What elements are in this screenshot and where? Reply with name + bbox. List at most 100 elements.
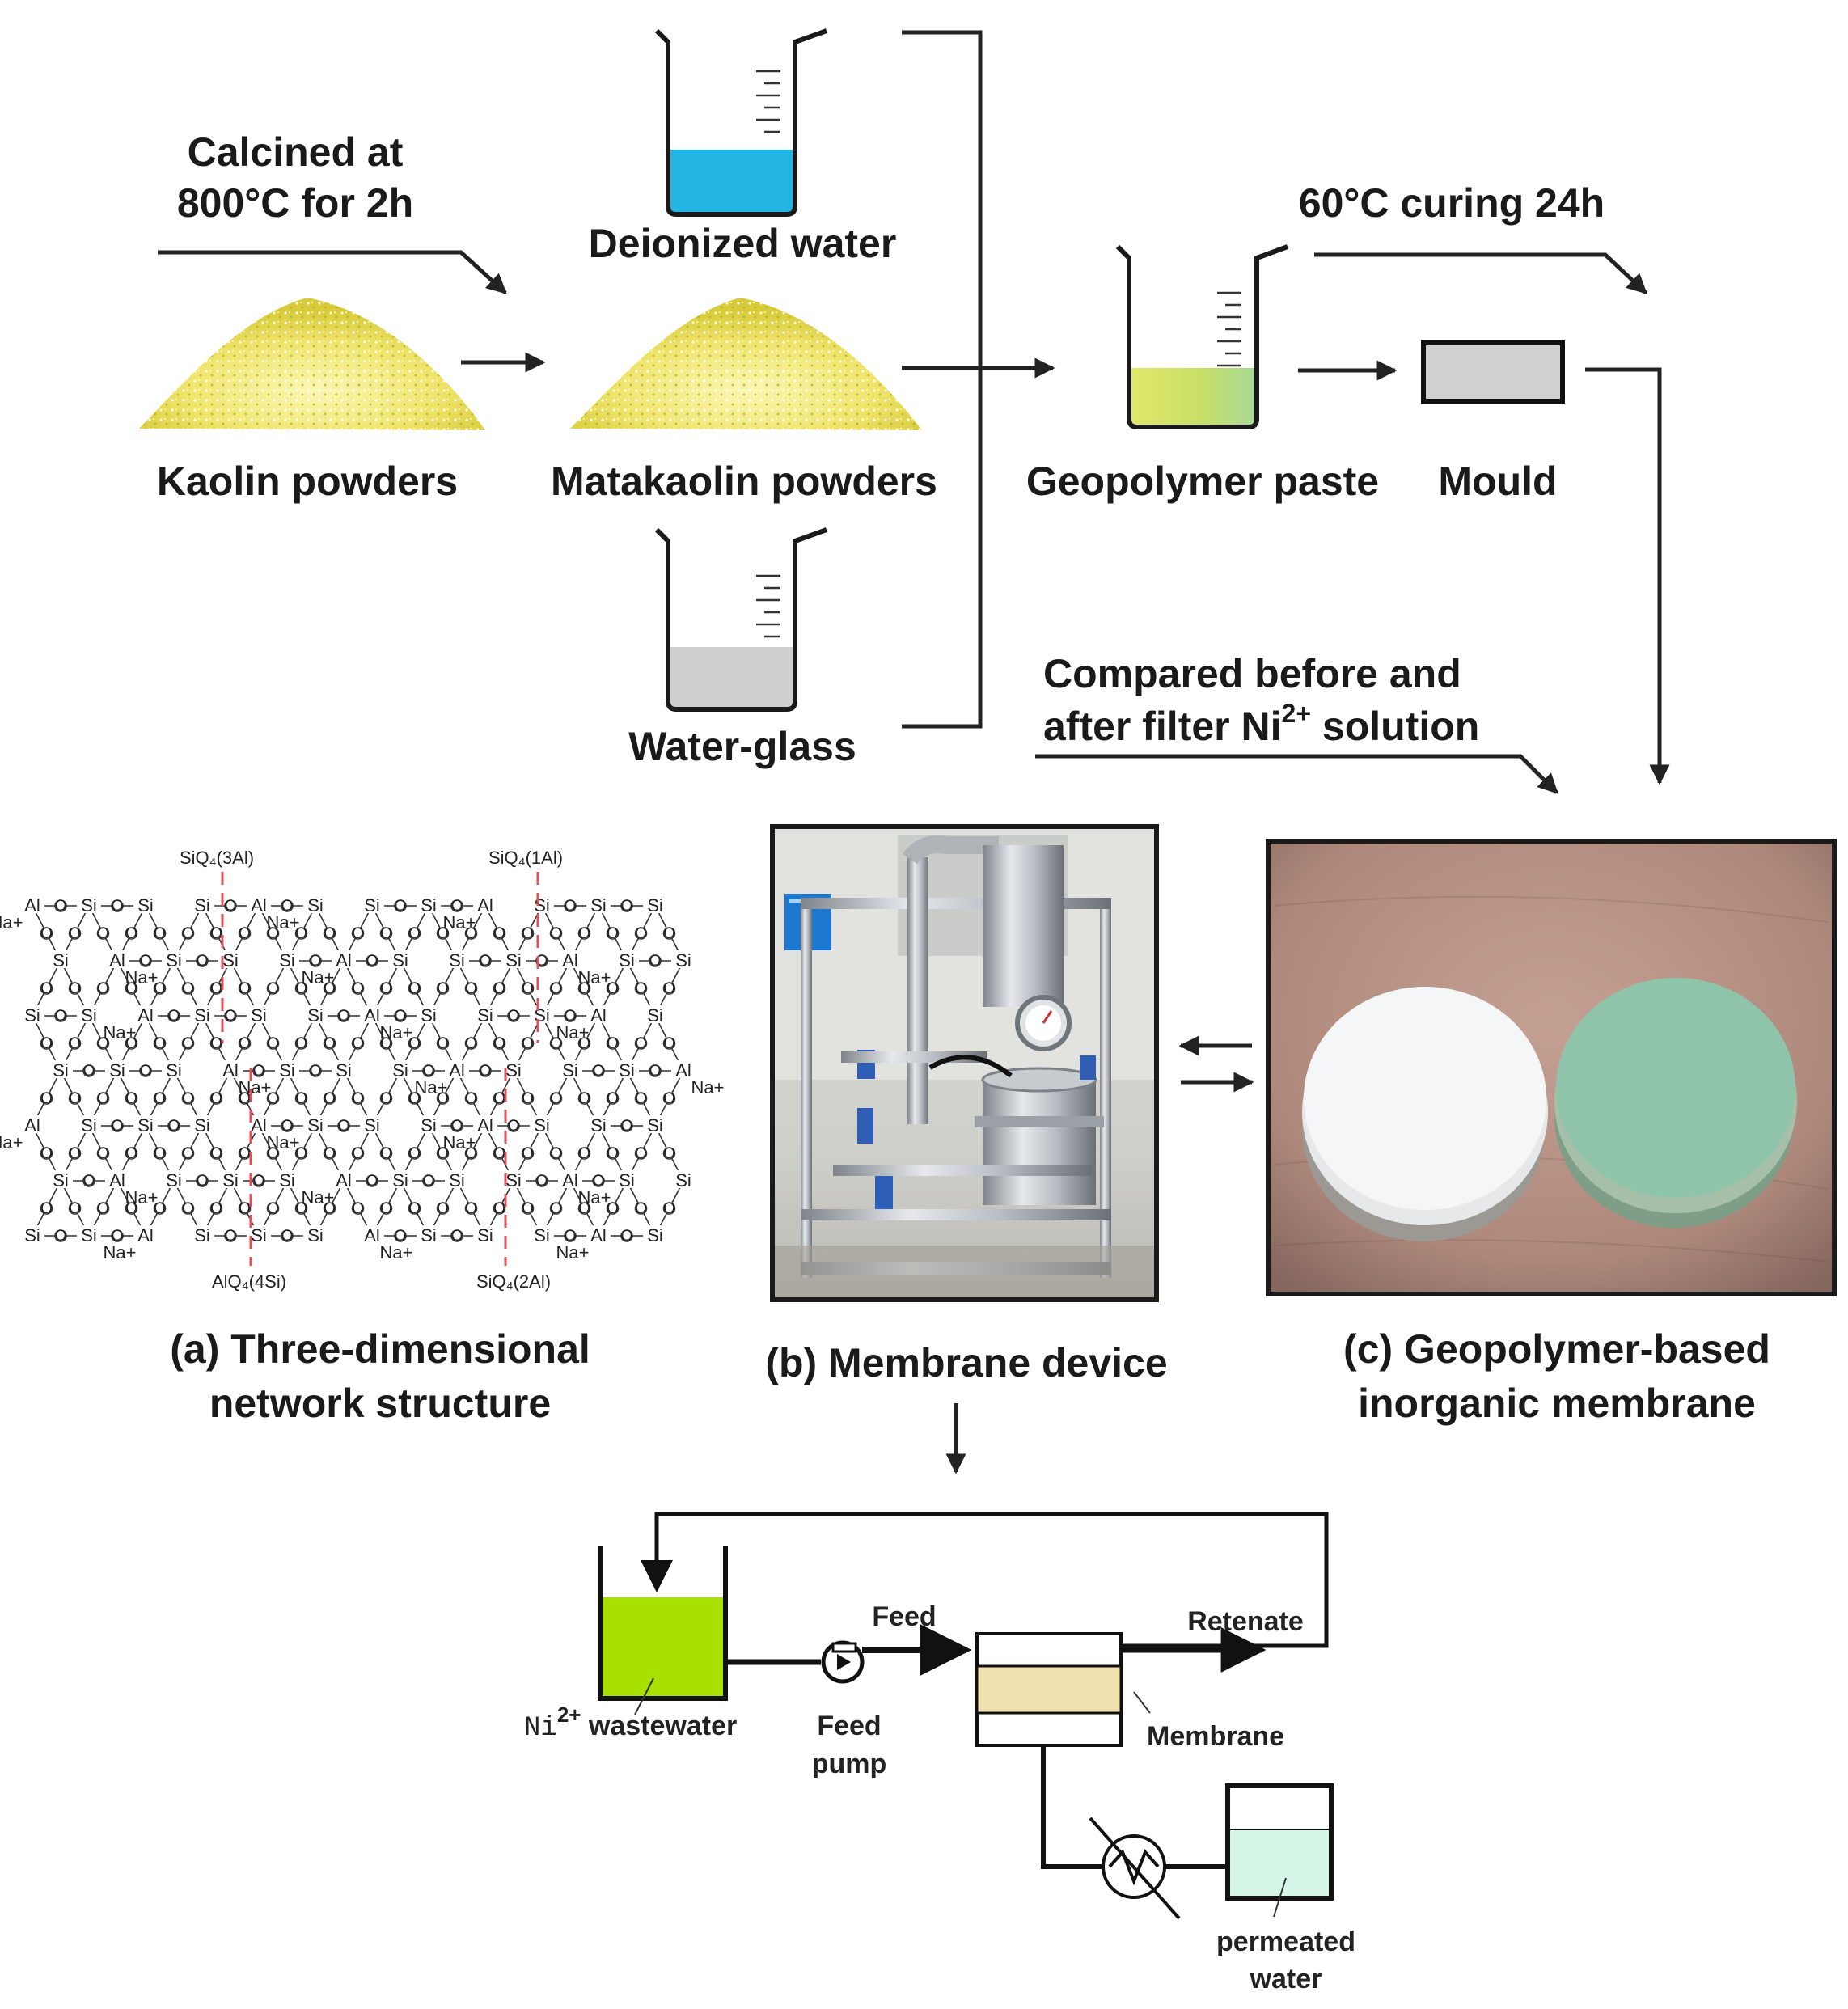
network-oxygen-ring (549, 1092, 563, 1105)
network-silicon-atom: Si (53, 950, 69, 971)
calcined-label-line1: Calcined at (188, 129, 404, 175)
network-oxygen-atom: O (97, 1200, 109, 1217)
network-oxygen-atom: O (649, 953, 662, 970)
network-oxygen-ring (96, 1202, 110, 1215)
network-atom-bg (643, 1225, 667, 1243)
network-atom-bg (558, 1170, 582, 1188)
network-oxygen-atom: O (508, 1118, 520, 1135)
network-oxygen-atom: O (182, 1200, 194, 1217)
permeate-line (1041, 1745, 1102, 1869)
network-oxygen-atom: O (239, 980, 251, 997)
network-sodium-ion: Na+ (0, 1132, 23, 1153)
network-aluminium-atom: Al (109, 950, 125, 971)
network-silicon-atom: Si (647, 1005, 663, 1026)
network-sodium-ion: Na+ (415, 1077, 448, 1098)
network-silicon-atom: Si (194, 895, 210, 916)
network-oxygen-atom: O (182, 980, 194, 997)
network-oxygen-atom: O (324, 925, 336, 942)
network-oxygen-atom: O (565, 898, 577, 915)
network-oxygen-ring (521, 1037, 535, 1050)
network-silicon-atom: Si (534, 1115, 550, 1136)
network-atom-bg (643, 1115, 667, 1133)
network-oxygen-atom: O (40, 1090, 53, 1107)
network-oxygen-atom: O (380, 1090, 392, 1107)
network-oxygen-atom: O (663, 980, 675, 997)
network-sodium-ion: Na+ (125, 1187, 159, 1208)
mould (1421, 340, 1565, 404)
network-oxygen-atom: O (493, 1090, 505, 1107)
network-oxygen-atom: O (408, 1200, 421, 1217)
network-oxygen-ring (577, 982, 591, 995)
network-atom-bg (360, 1225, 384, 1243)
network-oxygen-atom: O (210, 980, 222, 997)
network-label-group: SiQ₄(3Al) SiQ₄(1Al) AlQ₄(4Si) SiQ₄(2Al) (180, 848, 563, 1292)
curing-label: 60°C curing 24h (1299, 180, 1605, 226)
network-oxygen-atom: O (324, 1145, 336, 1162)
network-sodium-ion: Na+ (691, 1077, 725, 1098)
network-aluminium-atom: Al (449, 1060, 465, 1081)
network-oxygen-atom: O (239, 925, 251, 942)
compared-label-suffix: solution (1311, 704, 1479, 749)
network-atom-bg (20, 1115, 44, 1133)
network-silicon-atom: Si (279, 1060, 295, 1081)
network-oxygen-atom: O (465, 1035, 477, 1052)
network-atom-bg (473, 1005, 497, 1023)
network-oxygen-atom: O (267, 1035, 279, 1052)
network-oxygen-atom: O (395, 1228, 407, 1245)
network-atom-bg (473, 1225, 497, 1243)
membrane-device-photo (770, 824, 1159, 1302)
network-oxygen-ring (408, 1092, 421, 1105)
network-oxygen-atom: O (40, 1145, 53, 1162)
network-atom-bg (360, 1005, 384, 1023)
network-silicon-atom: Si (251, 1225, 267, 1246)
network-oxygen-ring (620, 899, 633, 912)
network-oxygen-ring (493, 927, 506, 940)
network-oxygen-atom: O (154, 1145, 166, 1162)
network-atom-bg (417, 1005, 441, 1023)
network-oxygen-ring (153, 1092, 167, 1105)
network-oxygen-ring (394, 1009, 407, 1022)
network-atom-bg (247, 895, 271, 913)
network-oxygen-atom: O (267, 980, 279, 997)
network-oxygen-atom: O (267, 1200, 279, 1217)
network-oxygen-ring (394, 899, 407, 912)
network-oxygen-ring (662, 927, 676, 940)
geopolymer-paste-beaker (1115, 244, 1289, 429)
network-oxygen-atom: O (225, 1008, 237, 1025)
network-oxygen-atom: O (565, 1008, 577, 1025)
network-oxygen-ring (181, 1092, 195, 1105)
network-oxygen-atom: O (437, 1090, 449, 1107)
network-oxygen-ring (549, 1147, 563, 1160)
network-aluminium-atom: Al (24, 895, 40, 916)
network-oxygen-ring (125, 1037, 138, 1050)
network-silicon-atom: Si (364, 1115, 380, 1136)
network-oxygen-ring (294, 1147, 308, 1160)
kaolin-powder-pile (139, 298, 485, 430)
network-aluminium-atom: Al (562, 950, 578, 971)
network-oxygen-atom: O (607, 1035, 619, 1052)
network-oxygen-atom: O (550, 925, 562, 942)
network-silicon-atom: Si (166, 1170, 182, 1191)
network-oxygen-atom: O (154, 1200, 166, 1217)
membrane-label: Membrane (1147, 1721, 1284, 1752)
network-oxygen-atom: O (295, 1035, 307, 1052)
network-oxygen-ring (464, 982, 478, 995)
network-oxygen-atom: O (267, 925, 279, 942)
network-atom-bg (558, 950, 582, 968)
network-oxygen-atom: O (225, 898, 237, 915)
network-silicon-atom: Si (562, 1060, 578, 1081)
network-atom-bg (77, 1225, 101, 1243)
network-oxygen-atom: O (125, 1200, 137, 1217)
network-oxygen-ring (649, 1064, 662, 1077)
network-oxygen-atom: O (83, 1063, 95, 1080)
network-oxygen-ring (549, 1037, 563, 1050)
network-oxygen-atom: O (522, 1200, 534, 1217)
network-oxygen-atom: O (352, 1090, 364, 1107)
network-oxygen-ring (294, 1037, 308, 1050)
network-atom-bg (643, 895, 667, 913)
network-oxygen-atom: O (125, 1090, 137, 1107)
network-oxygen-ring (351, 1037, 365, 1050)
feed-label: Feed (872, 1601, 936, 1632)
